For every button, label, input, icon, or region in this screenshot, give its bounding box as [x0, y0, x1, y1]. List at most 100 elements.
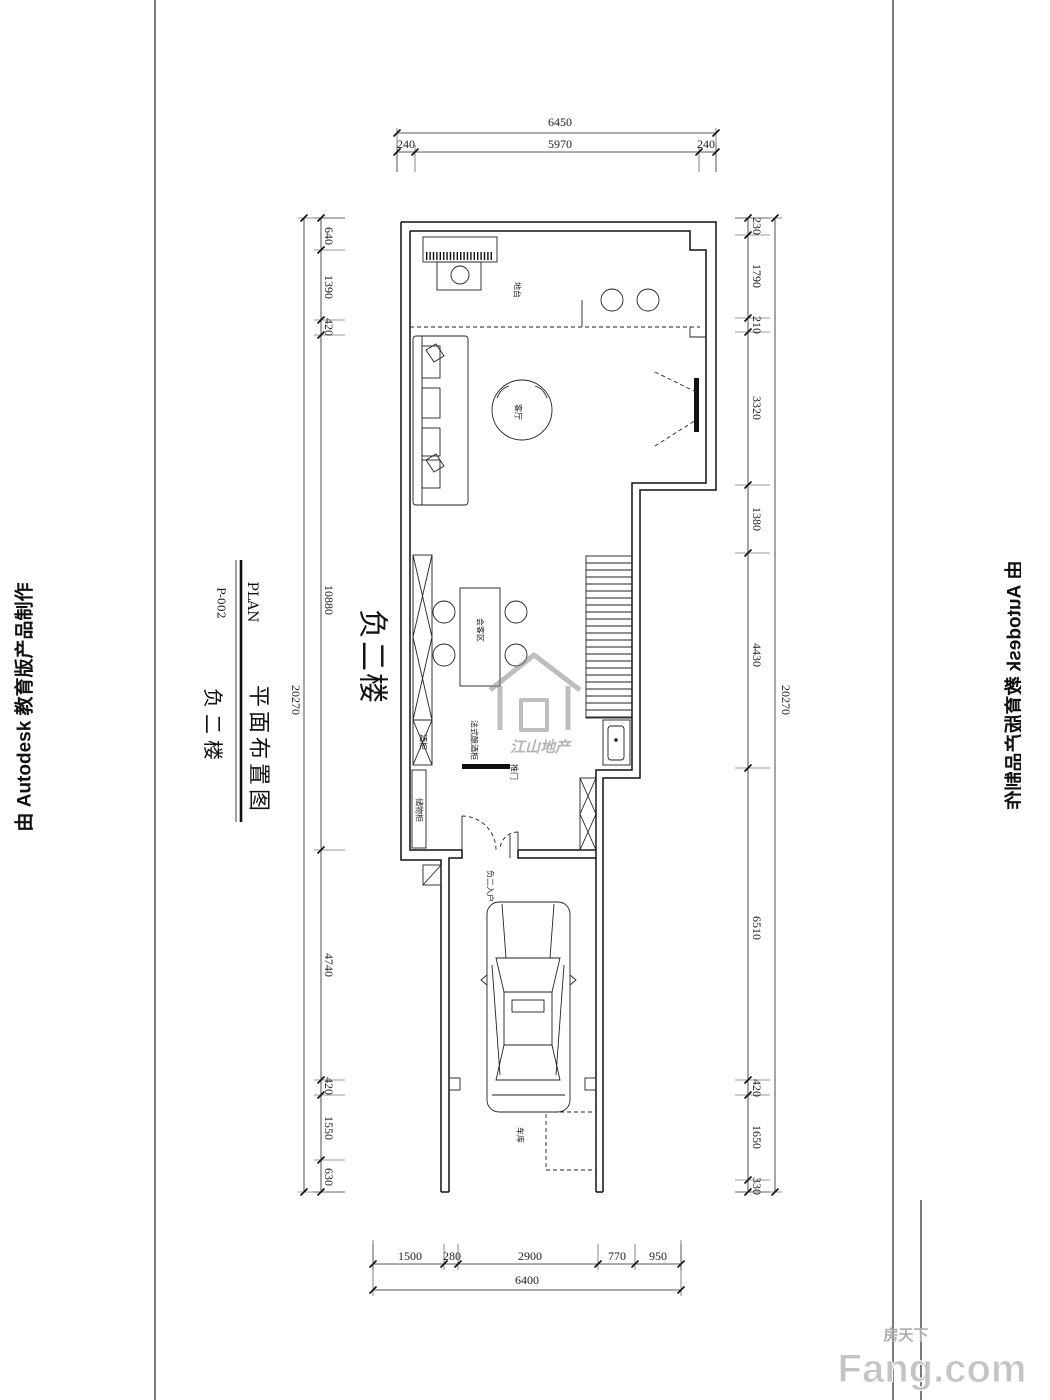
- wine-cabinet-label: 酒柜: [419, 734, 429, 750]
- sofa-cushion: [421, 427, 441, 457]
- dimension-tick: [392, 128, 402, 138]
- dim-left-total: 20270: [289, 685, 303, 715]
- dimension-tick: [316, 1075, 326, 1085]
- dim-bottom-seg: 950: [649, 1249, 667, 1263]
- dimension-tick: [743, 548, 753, 558]
- dimension-tick: [743, 1075, 753, 1085]
- dimension-tick: [711, 147, 721, 157]
- dimension-tick: [316, 1090, 326, 1100]
- coffee-table: [491, 379, 553, 441]
- living-room-label: 客厅: [514, 404, 524, 420]
- developer-logo: 江山地产: [488, 652, 582, 756]
- outside-box: [422, 864, 442, 886]
- piano-stool-mat: [436, 261, 482, 291]
- wine-cabinet-cross: [412, 719, 433, 766]
- dimension-tick: [743, 1090, 753, 1100]
- dimension-tick: [711, 128, 721, 138]
- sofa: [412, 335, 469, 506]
- dimension-tick: [694, 147, 704, 157]
- garage: 车库: [480, 901, 597, 1171]
- wine-cabinet: [412, 719, 433, 766]
- dimension-tick: [743, 763, 753, 773]
- reception-area: 会客区: [432, 587, 528, 687]
- car-rear-window: [495, 1044, 561, 1081]
- car-hood-lines: [501, 903, 555, 959]
- shoe-cabinet-cross: [579, 777, 597, 851]
- dim-top-seg: 5970: [548, 137, 572, 151]
- dim-left-seg: 420: [322, 318, 336, 336]
- floor-label: 负二楼: [355, 609, 390, 705]
- dim-top-seg: 240: [397, 137, 415, 151]
- dim-top-seg: 240: [697, 137, 715, 151]
- developer-logo-text: 江山地产: [510, 739, 572, 756]
- house-logo-icon: [488, 652, 582, 732]
- dimension-tick: [439, 1259, 449, 1269]
- storage-cabinet: [411, 769, 427, 849]
- dim-bottom-total: 6400: [515, 1273, 539, 1287]
- door-label: 推门: [510, 764, 520, 780]
- house-logo-walls: [497, 686, 571, 730]
- drawing-title: 平面布置图: [246, 685, 271, 815]
- dimension-tick: [316, 245, 326, 255]
- chair: [504, 600, 528, 624]
- garage-label: 车库: [516, 1127, 526, 1143]
- dimension-tick: [392, 147, 402, 157]
- dim-right-seg: 420: [750, 1079, 764, 1097]
- car-body: [486, 901, 571, 1113]
- sofa-cushion: [421, 345, 441, 379]
- dim-left-seg: 640: [322, 227, 336, 245]
- garage-pilaster-right: [584, 1077, 597, 1091]
- sink-basin: [607, 725, 625, 761]
- french-cabinet-label: 法式酿酒柜: [470, 720, 480, 760]
- dimension-tick: [770, 213, 780, 223]
- dim-right-seg: 1650: [750, 1125, 764, 1149]
- dining-table: [459, 587, 501, 687]
- dim-left-seg: 420: [322, 1077, 336, 1095]
- exterior-wall-inner: [409, 230, 707, 1192]
- dimension-tick: [316, 330, 326, 340]
- dim-left-seg: 1390: [322, 275, 336, 299]
- tv: [694, 378, 699, 432]
- throw-pillows: [425, 343, 445, 473]
- bleed-through-note: 由 Autodesk 教育版产品制作: [1003, 560, 1026, 809]
- dim-bottom-seg: 770: [608, 1249, 626, 1263]
- site-logo-cn: 房天下: [883, 1326, 928, 1344]
- dimension-tick: [743, 480, 753, 490]
- storage-cabinet-label: 储物柜: [415, 798, 425, 822]
- dimensions: 6450 240 5970 240 20270 640 1390 420 108…: [289, 115, 793, 1296]
- house-logo-roof: [488, 652, 582, 692]
- stair-treads: [586, 562, 632, 718]
- sofa-cushion: [421, 459, 441, 489]
- dimension-tick: [316, 315, 326, 325]
- tall-cabinet: [412, 554, 433, 721]
- sofa-cushion: [421, 387, 441, 419]
- outside-box-diagonal: [422, 864, 442, 886]
- exterior-wall-outer: [400, 221, 717, 1193]
- chair: [504, 643, 528, 667]
- house-logo-door: [519, 698, 549, 732]
- dim-left-seg: 630: [322, 1168, 336, 1186]
- dimension-tick: [299, 213, 309, 223]
- title-block: PLAN P-002 平面布置图 负二楼: [201, 560, 271, 822]
- dim-right-seg: 230: [750, 217, 764, 235]
- dim-right-seg: 3320: [750, 396, 764, 420]
- tv-view-lines: [654, 371, 697, 447]
- platform-area: 地台: [410, 236, 706, 338]
- bleed-through-note-group: 由 Autodesk 教育版产品制作: [1003, 560, 1026, 809]
- dimension-tick: [593, 1259, 603, 1269]
- dim-right-seg: 210: [750, 316, 764, 334]
- reception-label: 会客区: [476, 618, 486, 642]
- garage-pilaster-left: [448, 1077, 461, 1091]
- dim-bottom-seg: 280: [443, 1249, 461, 1263]
- dimension-tick: [410, 147, 420, 157]
- dimension-tick: [743, 230, 753, 240]
- car-side-windows: [491, 964, 565, 1076]
- sheet-number: P-002: [215, 587, 228, 619]
- coffee-table-stools: [496, 385, 548, 399]
- platform-partition: [581, 300, 706, 338]
- shoe-cabinet: [579, 777, 597, 851]
- title-en: PLAN: [244, 581, 260, 622]
- car-mirrors: [480, 974, 577, 986]
- dimension-tick: [676, 1285, 686, 1295]
